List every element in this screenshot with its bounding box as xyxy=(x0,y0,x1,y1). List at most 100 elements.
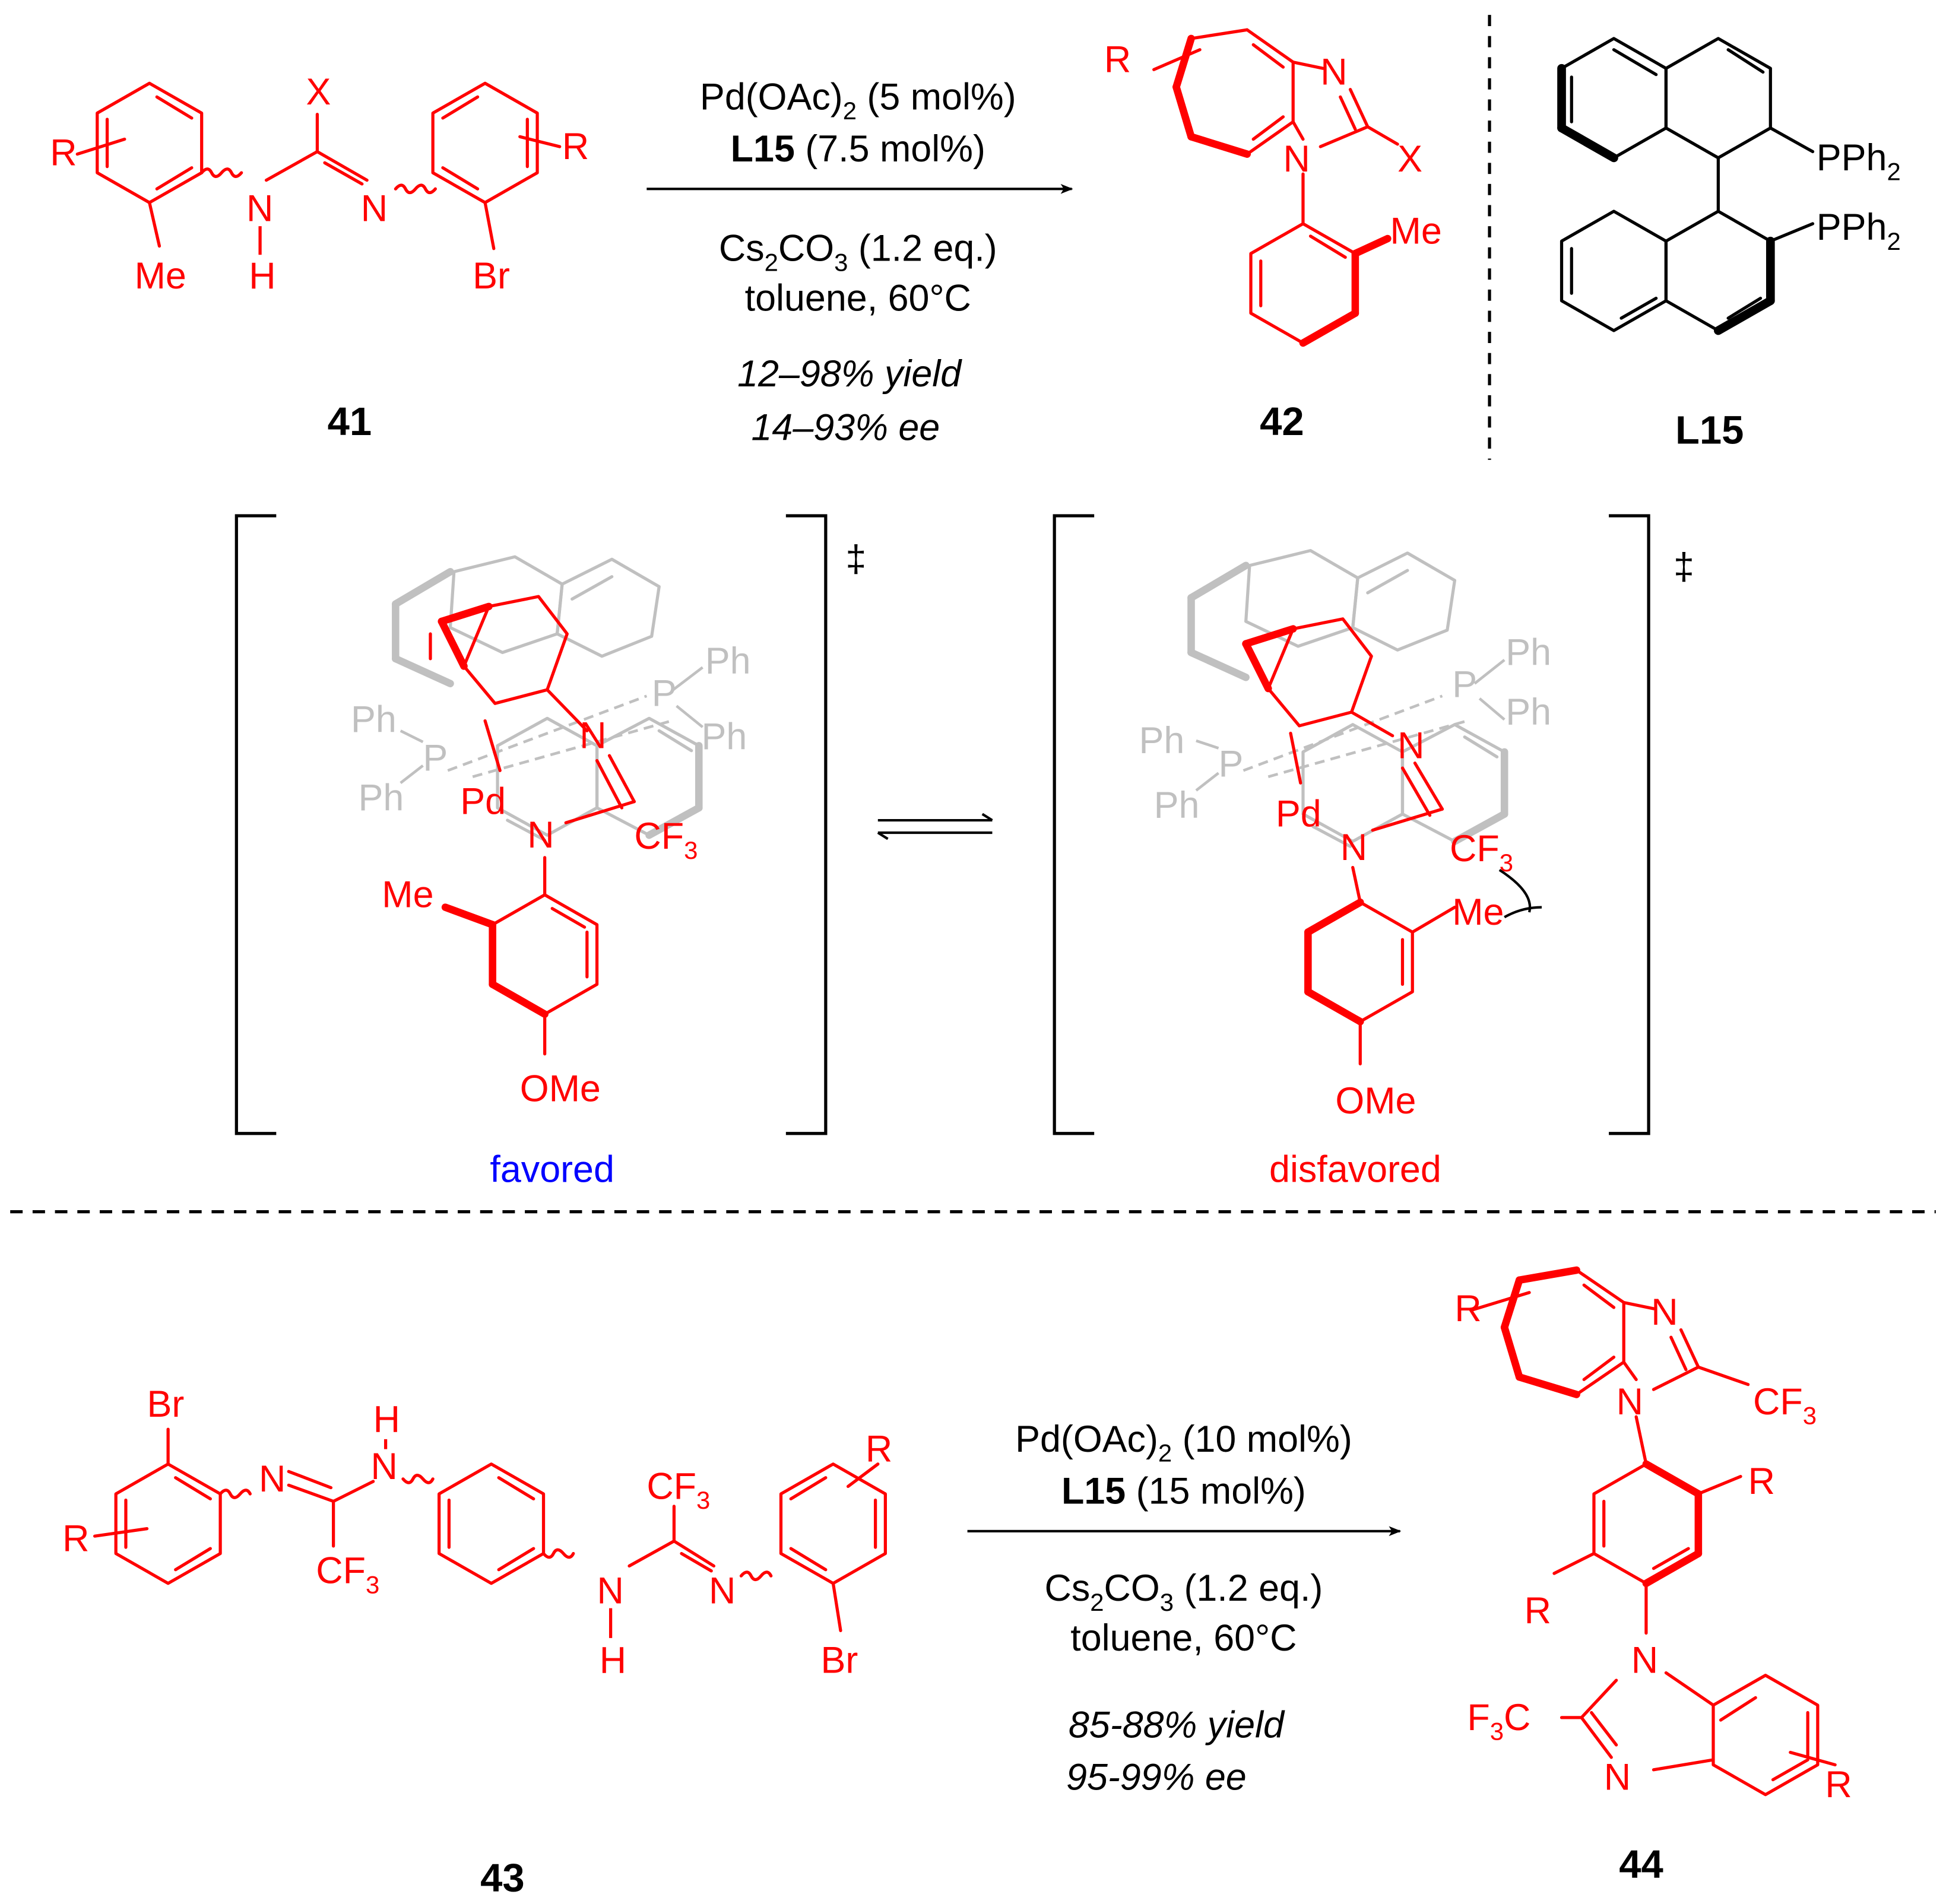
compound-42-atom-R: R xyxy=(1104,39,1131,80)
ligand-L15-structure xyxy=(1557,37,1815,335)
compound-41-atom-Me: Me xyxy=(135,255,186,297)
top-base-line: Cs2CO3 (1.2 eq.) xyxy=(719,228,997,277)
favored-ts-dagger: ‡ xyxy=(845,538,866,580)
disfavored-ts-P-1: P xyxy=(1452,664,1477,706)
disfavored-ts-atom-Pd: Pd xyxy=(1276,794,1321,835)
favored-ts-atom-OMe: OMe xyxy=(520,1068,601,1109)
favored-ts-P-1: P xyxy=(652,672,677,714)
compound-43-atom-R-left: R xyxy=(62,1518,89,1559)
compound-43-atom-H-right: H xyxy=(600,1640,626,1681)
disfavored-ts-P-2: P xyxy=(1219,744,1244,785)
compound-44-atom-N-bottom-lower: N xyxy=(1604,1756,1631,1798)
disfavored-ts-atom-CF3: CF3 xyxy=(1450,828,1513,877)
favored-ts-caption: favored xyxy=(490,1148,614,1190)
steric-clash-mark xyxy=(1498,869,1542,919)
compound-41-atom-Br: Br xyxy=(473,255,510,297)
favored-ts-atom-N-amide: N xyxy=(527,814,554,856)
disfavored-ts-Ph-2: Ph xyxy=(1506,691,1551,733)
compound-41-atom-R-left: R xyxy=(50,132,77,174)
ligand-L15-PPh2-upper: PPh2 xyxy=(1817,137,1901,186)
compound-43-atom-N-left: N xyxy=(259,1458,286,1500)
compound-44-atom-CF3-top: CF3 xyxy=(1753,1381,1817,1430)
favored-ts-atom-N-imine: N xyxy=(579,715,606,757)
disfavored-ts-Ph-3: Ph xyxy=(1139,720,1185,761)
compound-44-atom-R-bottom: R xyxy=(1825,1764,1852,1805)
disfavored-ts-Ph-1: Ph xyxy=(1506,632,1551,673)
compound-42-label: 42 xyxy=(1260,399,1304,444)
compound-43-atom-CF3-right: CF3 xyxy=(646,1465,710,1514)
bottom-solvent-line: toluene, 60°C xyxy=(1070,1617,1297,1659)
compound-42-atom-Me: Me xyxy=(1390,210,1442,252)
favored-ts-left-bracket xyxy=(234,514,277,1135)
compound-43-label: 43 xyxy=(480,1856,525,1900)
favored-ts-atom-CF3: CF3 xyxy=(634,815,698,864)
compound-42-atom-N-upper: N xyxy=(1320,51,1347,93)
compound-44-atom-F3C: F3C xyxy=(1467,1697,1530,1746)
favored-ts-atom-Me: Me xyxy=(382,874,433,916)
compound-42-structure xyxy=(1152,28,1399,347)
compound-43-atom-CF3-left: CF3 xyxy=(316,1550,379,1599)
top-ligand-line: L15 (7.5 mol%) xyxy=(731,128,985,170)
top-yield: 12–98% yield xyxy=(737,353,962,395)
top-solvent-line: toluene, 60°C xyxy=(745,277,971,319)
bottom-yield: 85-88% yield xyxy=(1069,1704,1285,1746)
favored-ts-atom-Pd: Pd xyxy=(460,781,506,823)
disfavored-ts-dagger: ‡ xyxy=(1674,546,1694,588)
favored-ts-phosphines xyxy=(447,694,672,778)
favored-ts-right-bracket xyxy=(785,514,828,1135)
compound-43-atom-Br-right: Br xyxy=(820,1640,858,1681)
bottom-base-line: Cs2CO3 (1.2 eq.) xyxy=(1045,1567,1323,1616)
compound-44-label: 44 xyxy=(1619,1842,1663,1887)
compound-44-atom-R-right: R xyxy=(1748,1461,1775,1502)
disfavored-ts-binaphthyl xyxy=(1187,549,1508,848)
disfavored-ts-right-bracket xyxy=(1609,514,1650,1135)
disfavored-ts-substrate xyxy=(1242,617,1457,1066)
equilibrium-arrows xyxy=(877,813,993,840)
ligand-L15-PPh2-lower: PPh2 xyxy=(1817,207,1901,255)
compound-41-atom-R-right: R xyxy=(562,126,589,167)
favored-ts-phosphine-bonds xyxy=(400,666,704,785)
bottom-ligand-line: L15 (15 mol%) xyxy=(1061,1471,1306,1512)
compound-43-structure xyxy=(93,1427,887,1632)
disfavored-ts-left-bracket xyxy=(1053,514,1095,1135)
compound-41-structure xyxy=(75,81,562,250)
compound-41-label: 41 xyxy=(328,399,372,444)
favored-ts-Ph-2: Ph xyxy=(701,716,747,758)
bottom-ee: 95-99% ee xyxy=(1066,1756,1247,1798)
compound-43-atom-H-left: H xyxy=(373,1398,400,1440)
compound-44-structure xyxy=(1470,1266,1837,1797)
compound-43-atom-N-right: N xyxy=(709,1570,736,1611)
compound-44-atom-N-top-lower: N xyxy=(1617,1381,1643,1423)
compound-42-atom-X: X xyxy=(1397,138,1422,180)
disfavored-ts-Ph-4: Ph xyxy=(1154,785,1200,826)
bottom-catalyst-line: Pd(OAc)2 (10 mol%) xyxy=(1015,1419,1352,1467)
disfavored-ts-atom-N-imine: N xyxy=(1397,725,1424,766)
disfavored-ts-atom-OMe: OMe xyxy=(1335,1080,1416,1122)
favored-ts-substrate xyxy=(429,595,636,1056)
disfavored-ts-phosphine-bonds xyxy=(1195,659,1506,792)
compound-43-atom-Br-left: Br xyxy=(147,1383,185,1425)
ligand-L15-label: L15 xyxy=(1675,408,1744,453)
disfavored-ts-atom-Me: Me xyxy=(1452,891,1504,933)
favored-ts-Ph-3: Ph xyxy=(351,699,397,740)
compound-41-atom-N: N xyxy=(361,188,388,230)
disfavored-ts-phosphines xyxy=(1243,694,1468,778)
compound-41-atom-X: X xyxy=(306,71,331,113)
compound-43-atom-NH-right: N xyxy=(597,1570,624,1611)
compound-41-atom-NH: N xyxy=(246,188,273,230)
compound-43-atom-NH-left: N xyxy=(370,1446,397,1487)
disfavored-ts-atom-N-amide: N xyxy=(1340,827,1367,868)
compound-42-atom-N-lower: N xyxy=(1283,138,1310,180)
compound-44-atom-R-top: R xyxy=(1454,1288,1481,1329)
top-conditions: Pd(OAc)2 (5 mol%) L15 (7.5 mol%) Cs2CO3 … xyxy=(700,76,1016,448)
compound-44-atom-N-top-upper: N xyxy=(1651,1291,1678,1333)
top-catalyst-line: Pd(OAc)2 (5 mol%) xyxy=(700,76,1016,125)
compound-44-atom-N-bottom-upper: N xyxy=(1631,1640,1658,1681)
top-ee: 14–93% ee xyxy=(751,407,940,448)
compound-43-atom-R-right: R xyxy=(866,1429,892,1470)
bottom-conditions: Pd(OAc)2 (10 mol%) L15 (15 mol%) Cs2CO3 … xyxy=(1015,1419,1352,1798)
favored-ts-Ph-1: Ph xyxy=(705,640,751,682)
favored-ts-P-2: P xyxy=(423,737,448,779)
compound-41-atom-H: H xyxy=(249,255,275,297)
